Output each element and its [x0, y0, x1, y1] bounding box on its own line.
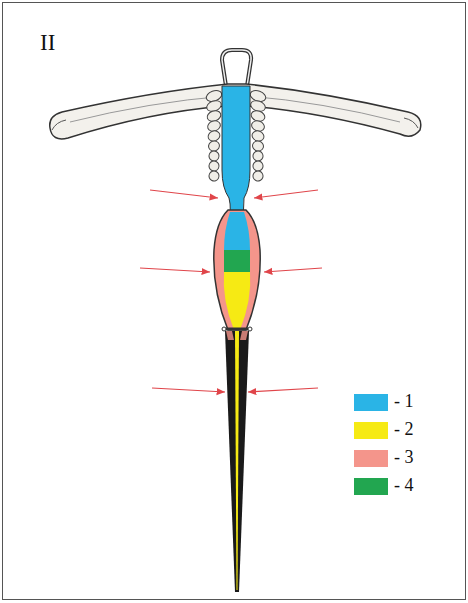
- legend-label: - 3: [394, 447, 414, 468]
- pommel-ring: [222, 50, 251, 86]
- frame: [3, 3, 466, 600]
- legend-swatch: [354, 422, 388, 439]
- cord-turn: [252, 150, 265, 163]
- legend-label: - 1: [394, 391, 414, 412]
- cord-turn: [208, 160, 221, 173]
- zone-2: [224, 272, 251, 330]
- cord-turn: [252, 170, 265, 183]
- blade: [225, 331, 249, 592]
- zone-4: [224, 250, 250, 272]
- cord-turn: [208, 170, 221, 183]
- grip-zone-1: [222, 86, 250, 222]
- legend-swatch: [354, 478, 388, 495]
- legend-label: - 2: [394, 419, 414, 440]
- cord-turn: [208, 150, 221, 163]
- pointer-arrows: [140, 190, 322, 392]
- pommel-ring-inner: [222, 50, 251, 86]
- legend-swatch: [354, 394, 388, 411]
- legend-label: - 4: [394, 475, 414, 496]
- legend-swatch: [354, 450, 388, 467]
- zone-3: [214, 210, 260, 330]
- blade-core-zone-2: [235, 331, 239, 590]
- zone-1-lower: [224, 212, 250, 250]
- figure-number: II: [40, 30, 55, 56]
- cord-turn: [252, 160, 265, 173]
